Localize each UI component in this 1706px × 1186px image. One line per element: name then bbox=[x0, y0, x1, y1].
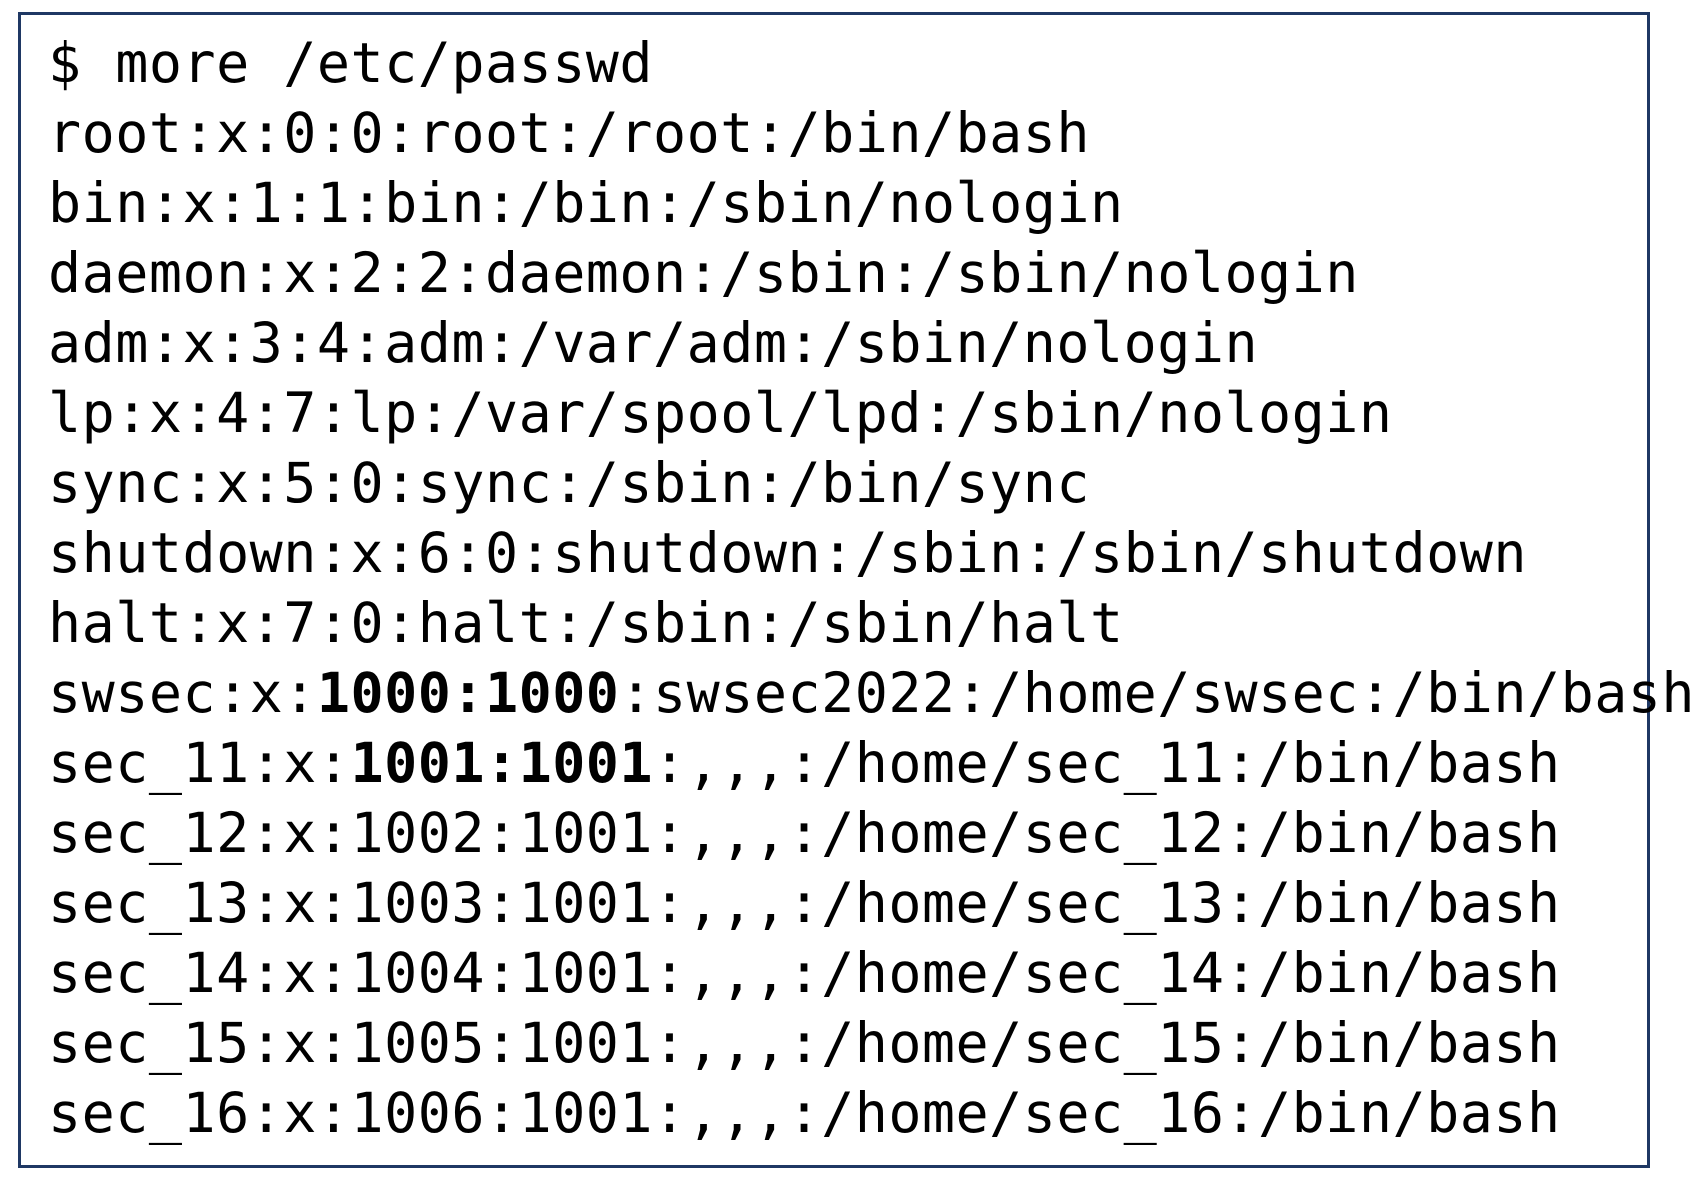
line-text: :,,,:/home/sec_11:/bin/bash bbox=[653, 731, 1561, 795]
highlighted-uid-gid: 1001:1001 bbox=[350, 731, 654, 795]
line-text: sec_13:x:1003:1001:,,,:/home/sec_13:/bin… bbox=[48, 871, 1561, 935]
line-text: root:x:0:0:root:/root:/bin/bash bbox=[48, 101, 1090, 165]
passwd-entry-line: sync:x:5:0:sync:/sbin:/bin/sync bbox=[48, 448, 1695, 518]
passwd-entry-line: daemon:x:2:2:daemon:/sbin:/sbin/nologin bbox=[48, 238, 1695, 308]
line-text: $ more /etc/passwd bbox=[48, 31, 654, 95]
line-text: swsec:x: bbox=[48, 661, 317, 725]
line-text: sec_16:x:1006:1001:,,,:/home/sec_16:/bin… bbox=[48, 1081, 1561, 1145]
line-text: sec_14:x:1004:1001:,,,:/home/sec_14:/bin… bbox=[48, 941, 1561, 1005]
passwd-entry-line: sec_14:x:1004:1001:,,,:/home/sec_14:/bin… bbox=[48, 938, 1695, 1008]
line-text: lp:x:4:7:lp:/var/spool/lpd:/sbin/nologin bbox=[48, 381, 1393, 445]
line-text: adm:x:3:4:adm:/var/adm:/sbin/nologin bbox=[48, 311, 1259, 375]
line-text: shutdown:x:6:0:shutdown:/sbin:/sbin/shut… bbox=[48, 521, 1527, 585]
highlighted-uid-gid: 1000:1000 bbox=[316, 661, 620, 725]
line-text: :swsec2022:/home/swsec:/bin/bash bbox=[619, 661, 1696, 725]
line-text: bin:x:1:1:bin:/bin:/sbin/nologin bbox=[48, 171, 1124, 235]
line-text: sec_12:x:1002:1001:,,,:/home/sec_12:/bin… bbox=[48, 801, 1561, 865]
passwd-entry-line: halt:x:7:0:halt:/sbin:/sbin/halt bbox=[48, 588, 1695, 658]
passwd-entry-line: swsec:x:1000:1000:swsec2022:/home/swsec:… bbox=[48, 658, 1695, 728]
passwd-entry-line: sec_16:x:1006:1001:,,,:/home/sec_16:/bin… bbox=[48, 1078, 1695, 1148]
line-text: halt:x:7:0:halt:/sbin:/sbin/halt bbox=[48, 591, 1124, 655]
passwd-entry-line: shutdown:x:6:0:shutdown:/sbin:/sbin/shut… bbox=[48, 518, 1695, 588]
passwd-entry-line: root:x:0:0:root:/root:/bin/bash bbox=[48, 98, 1695, 168]
passwd-entry-line: lp:x:4:7:lp:/var/spool/lpd:/sbin/nologin bbox=[48, 378, 1695, 448]
line-text: sync:x:5:0:sync:/sbin:/bin/sync bbox=[48, 451, 1090, 515]
passwd-entry-line: bin:x:1:1:bin:/bin:/sbin/nologin bbox=[48, 168, 1695, 238]
passwd-entry-line: sec_13:x:1003:1001:,,,:/home/sec_13:/bin… bbox=[48, 868, 1695, 938]
line-text: sec_11:x: bbox=[48, 731, 351, 795]
line-text: daemon:x:2:2:daemon:/sbin:/sbin/nologin bbox=[48, 241, 1359, 305]
passwd-entry-line: sec_11:x:1001:1001:,,,:/home/sec_11:/bin… bbox=[48, 728, 1695, 798]
line-text: sec_15:x:1005:1001:,,,:/home/sec_15:/bin… bbox=[48, 1011, 1561, 1075]
passwd-entry-line: adm:x:3:4:adm:/var/adm:/sbin/nologin bbox=[48, 308, 1695, 378]
passwd-entry-line: sec_12:x:1002:1001:,,,:/home/sec_12:/bin… bbox=[48, 798, 1695, 868]
passwd-entry-line: sec_15:x:1005:1001:,,,:/home/sec_15:/bin… bbox=[48, 1008, 1695, 1078]
command-line: $ more /etc/passwd bbox=[48, 28, 1695, 98]
